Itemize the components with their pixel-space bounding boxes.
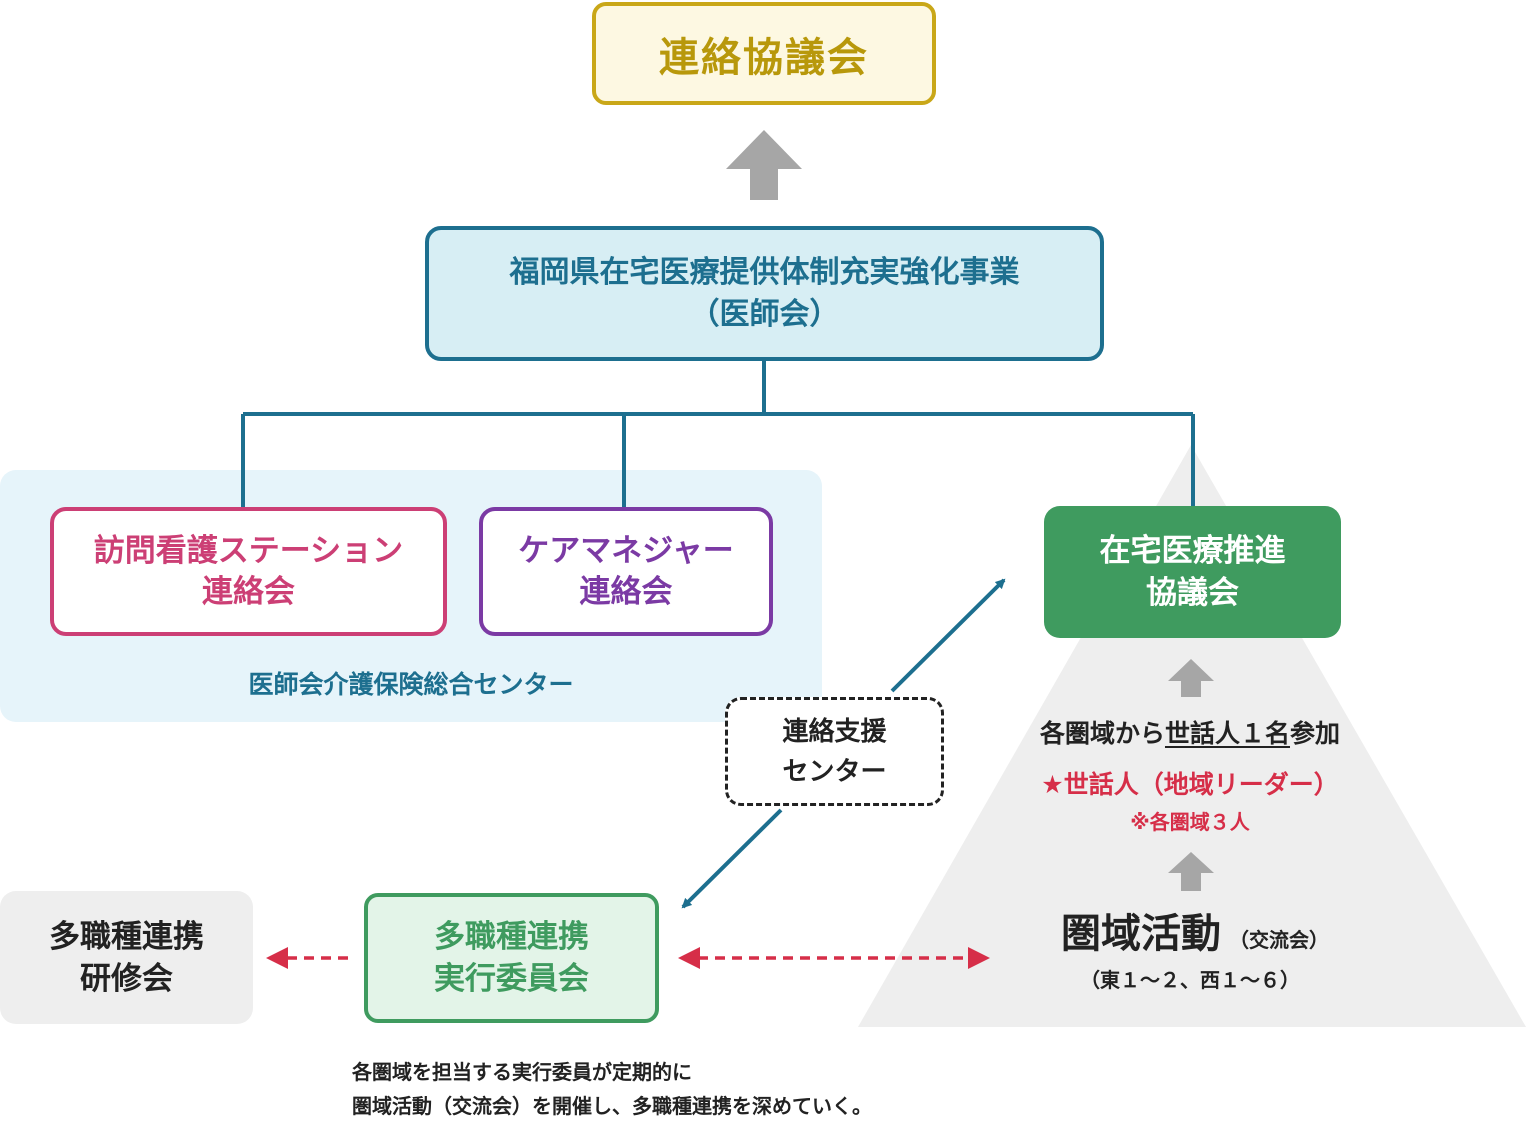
- jikkou-iinkai-subtitle: 実行委員会: [434, 961, 589, 997]
- kensyu-title: 多職種連携: [49, 918, 204, 955]
- renraku-shien-box: 連絡支援 センター: [725, 697, 944, 806]
- arrow-to-zaitaku: [890, 578, 1006, 693]
- participation-prefix: 各圏域から: [1039, 719, 1165, 748]
- kensyu-subtitle: 研修会: [80, 960, 173, 997]
- zaitaku-suishin-title: 在宅医療推進: [1099, 533, 1286, 569]
- houmon-kango-box: 訪問看護ステーション 連絡会: [50, 507, 447, 636]
- renraku-shien-title: 連絡支援: [782, 716, 887, 747]
- fukuoka-project-subtitle: （医師会）: [689, 296, 840, 332]
- connector-tree: [241, 361, 1195, 507]
- care-manager-title: ケアマネジャー: [518, 532, 734, 569]
- renraku-kyougikai-box: 連絡協議会: [592, 2, 936, 105]
- fukuoka-project-title: 福岡県在宅医療提供体制充実強化事業: [509, 254, 1020, 290]
- up-arrow-middle-icon: [1168, 659, 1214, 697]
- kenki-activity-paren: （交流会）: [1229, 928, 1329, 952]
- participation-text: 各圏域から世話人１名参加: [980, 712, 1400, 752]
- zaitaku-suishin-box: 在宅医療推進 協議会: [1044, 506, 1341, 638]
- jikkou-iinkai-title: 多職種連携: [434, 919, 589, 955]
- bottom-note: 各圏域を担当する実行委員が定期的に 圏域活動（交流会）を開催し、多職種連携を深め…: [352, 1055, 1052, 1123]
- zaitaku-suishin-subtitle: 協議会: [1146, 575, 1239, 611]
- bottom-note-line1: 各圏域を担当する実行委員が定期的に: [352, 1060, 692, 1084]
- center-group-label-text: 医師会介護保険総合センター: [248, 670, 574, 699]
- sewanin-text: ★世話人（地域リーダー）: [980, 763, 1400, 803]
- sewanin-note-text: ※各圏域３人: [1130, 809, 1250, 834]
- care-manager-box: ケアマネジャー 連絡会: [479, 507, 773, 636]
- renraku-shien-subtitle: センター: [782, 756, 887, 787]
- dashed-double-arrow-left-head: [678, 947, 700, 969]
- fukuoka-project-box: 福岡県在宅医療提供体制充実強化事業 （医師会）: [425, 226, 1104, 361]
- pyramid-shape: [858, 445, 1526, 1027]
- kenki-areas-text: （東１～２、西１～６）: [1080, 967, 1300, 992]
- jikkou-iinkai-box: 多職種連携 実行委員会: [364, 893, 659, 1023]
- bottom-note-line2: 圏域活動（交流会）を開催し、多職種連携を深めていく。: [352, 1094, 872, 1118]
- up-arrow-top-icon: [726, 130, 802, 200]
- sewanin-note: ※各圏域３人: [1000, 804, 1380, 836]
- sewanin-label: ★世話人（地域リーダー）: [1041, 770, 1339, 799]
- arrow-to-jikkou: [681, 808, 783, 909]
- kensyu-box: 多職種連携 研修会: [0, 891, 253, 1024]
- center-group-label: 医師会介護保険総合センター: [0, 658, 822, 708]
- participation-suffix: 参加: [1290, 719, 1341, 748]
- participation-underlined: 世話人１名: [1164, 719, 1290, 748]
- up-arrow-lower-icon: [1168, 852, 1214, 891]
- renraku-kyougikai-label: 連絡協議会: [659, 34, 869, 81]
- dashed-double-arrow-right-head: [968, 947, 990, 969]
- kenki-areas: （東１～２、西１～６）: [990, 960, 1390, 996]
- kenki-activity-title: 圏域活動: [1061, 911, 1221, 957]
- houmon-kango-title: 訪問看護ステーション: [93, 532, 404, 569]
- houmon-kango-subtitle: 連絡会: [202, 573, 295, 610]
- dashed-arrow-to-kensyu-head: [266, 947, 288, 969]
- care-manager-subtitle: 連絡会: [579, 573, 673, 610]
- kenki-activity: 圏域活動 （交流会）: [960, 900, 1430, 960]
